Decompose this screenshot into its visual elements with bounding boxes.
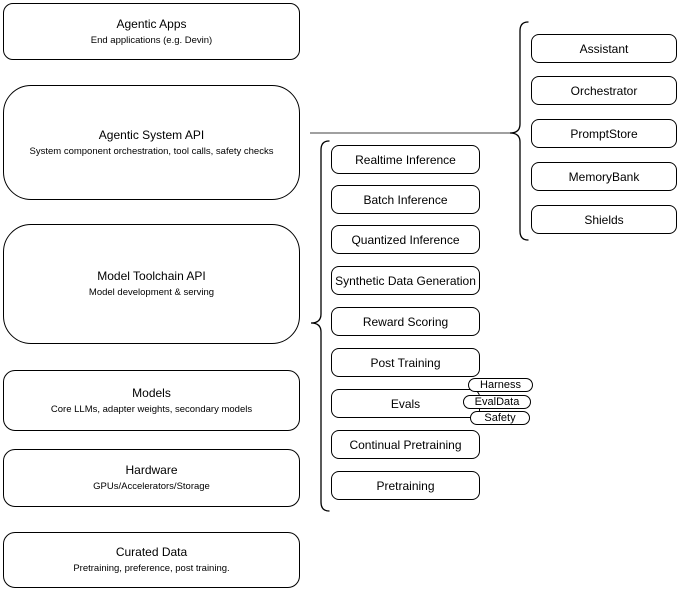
component-memorybank: MemoryBank bbox=[531, 162, 677, 191]
agentic-system-api-title: Agentic System API bbox=[98, 127, 205, 142]
model-toolchain-api-title: Model Toolchain API bbox=[97, 269, 206, 283]
agentic-system-api-subtitle: System component orchestration, tool cal… bbox=[29, 145, 274, 157]
eval-tag-safety: Safety bbox=[470, 411, 530, 425]
component-promptstore: PromptStore bbox=[531, 119, 677, 148]
model-toolchain-api-box: Model Toolchain API Model development & … bbox=[3, 224, 300, 344]
hardware-subtitle: GPUs/Accelerators/Storage bbox=[93, 481, 210, 492]
toolchain-item-pretraining: Pretraining bbox=[331, 471, 480, 500]
toolchain-item-continual-pretraining: Continual Pretraining bbox=[331, 430, 480, 459]
toolchain-item-quantized-inference: Quantized Inference bbox=[331, 225, 480, 254]
curated-data-subtitle: Pretraining, preference, post training. bbox=[73, 563, 230, 574]
eval-tag-harness: Harness bbox=[468, 378, 533, 392]
component-shields: Shields bbox=[531, 205, 677, 234]
hardware-box: Hardware GPUs/Accelerators/Storage bbox=[3, 449, 300, 507]
component-orchestrator: Orchestrator bbox=[531, 76, 677, 105]
agentic-apps-subtitle: End applications (e.g. Devin) bbox=[90, 34, 213, 46]
models-title: Models bbox=[132, 385, 171, 400]
toolchain-brace bbox=[310, 140, 330, 512]
models-subtitle: Core LLMs, adapter weights, secondary mo… bbox=[50, 403, 253, 415]
system-components-brace bbox=[509, 21, 529, 241]
eval-tag-evaldata: EvalData bbox=[463, 395, 531, 409]
component-assistant: Assistant bbox=[531, 34, 677, 63]
agentic-system-api-box: Agentic System API System component orch… bbox=[3, 85, 300, 200]
curated-data-title: Curated Data bbox=[115, 545, 188, 559]
toolchain-item-reward-scoring: Reward Scoring bbox=[331, 307, 480, 336]
curated-data-box: Curated Data Pretraining, preference, po… bbox=[3, 532, 300, 588]
toolchain-item-realtime-inference: Realtime Inference bbox=[331, 145, 480, 174]
agentic-apps-box: Agentic Apps End applications (e.g. Devi… bbox=[3, 3, 300, 60]
model-toolchain-api-subtitle: Model development & serving bbox=[88, 287, 215, 298]
toolchain-item-batch-inference: Batch Inference bbox=[331, 185, 480, 214]
agentic-apps-title: Agentic Apps bbox=[116, 16, 187, 31]
toolchain-item-synthetic-data-generation: Synthetic Data Generation bbox=[331, 266, 480, 295]
toolchain-item-evals: Evals bbox=[331, 389, 480, 418]
models-box: Models Core LLMs, adapter weights, secon… bbox=[3, 370, 300, 431]
toolchain-item-post-training: Post Training bbox=[331, 348, 480, 377]
hardware-title: Hardware bbox=[125, 463, 178, 477]
